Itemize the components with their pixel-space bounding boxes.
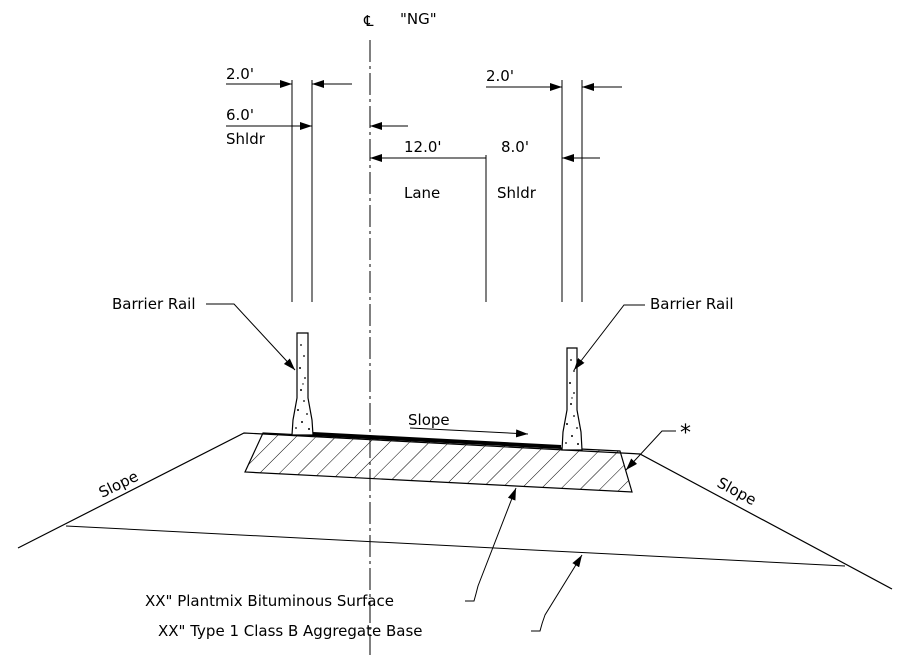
right-shoulder-name-label: Shldr	[497, 184, 537, 202]
leaders	[206, 303, 676, 632]
left-shoulder-dim-label: 6.0'	[226, 106, 254, 124]
right-shoulder-dim-label: 8.0'	[501, 138, 529, 156]
dimension-arrows	[226, 80, 622, 162]
right-rail-width-label: 2.0'	[486, 67, 514, 85]
lane-dim-label: 12.0'	[404, 138, 442, 156]
asterisk-label: *	[680, 421, 691, 446]
centerline-symbol: ℄	[363, 12, 374, 30]
surface-layer-label: XX" Plantmix Bituminous Surface	[145, 592, 394, 610]
dimension-labels: 2.0' 6.0' Shldr 12.0' Lane 8.0' Shldr 2.…	[226, 65, 537, 202]
extension-lines	[291, 80, 583, 302]
centerline-label: "NG"	[400, 10, 437, 28]
pavement-surface	[312, 432, 562, 449]
lane-name-label: Lane	[404, 184, 440, 202]
left-shoulder-name-label: Shldr	[226, 130, 266, 148]
barrier-rail-left-shape	[291, 332, 314, 436]
centerline: ℄ "NG"	[363, 10, 437, 655]
slope-right-label: Slope	[714, 474, 759, 509]
barrier-rail-left-label: Barrier Rail	[112, 295, 196, 313]
left-rail-width-label: 2.0'	[226, 65, 254, 83]
barrier-rail-right-label: Barrier Rail	[650, 295, 734, 313]
base-layer-label: XX" Type 1 Class B Aggregate Base	[158, 622, 423, 640]
slope-surface-label: Slope	[408, 411, 450, 429]
